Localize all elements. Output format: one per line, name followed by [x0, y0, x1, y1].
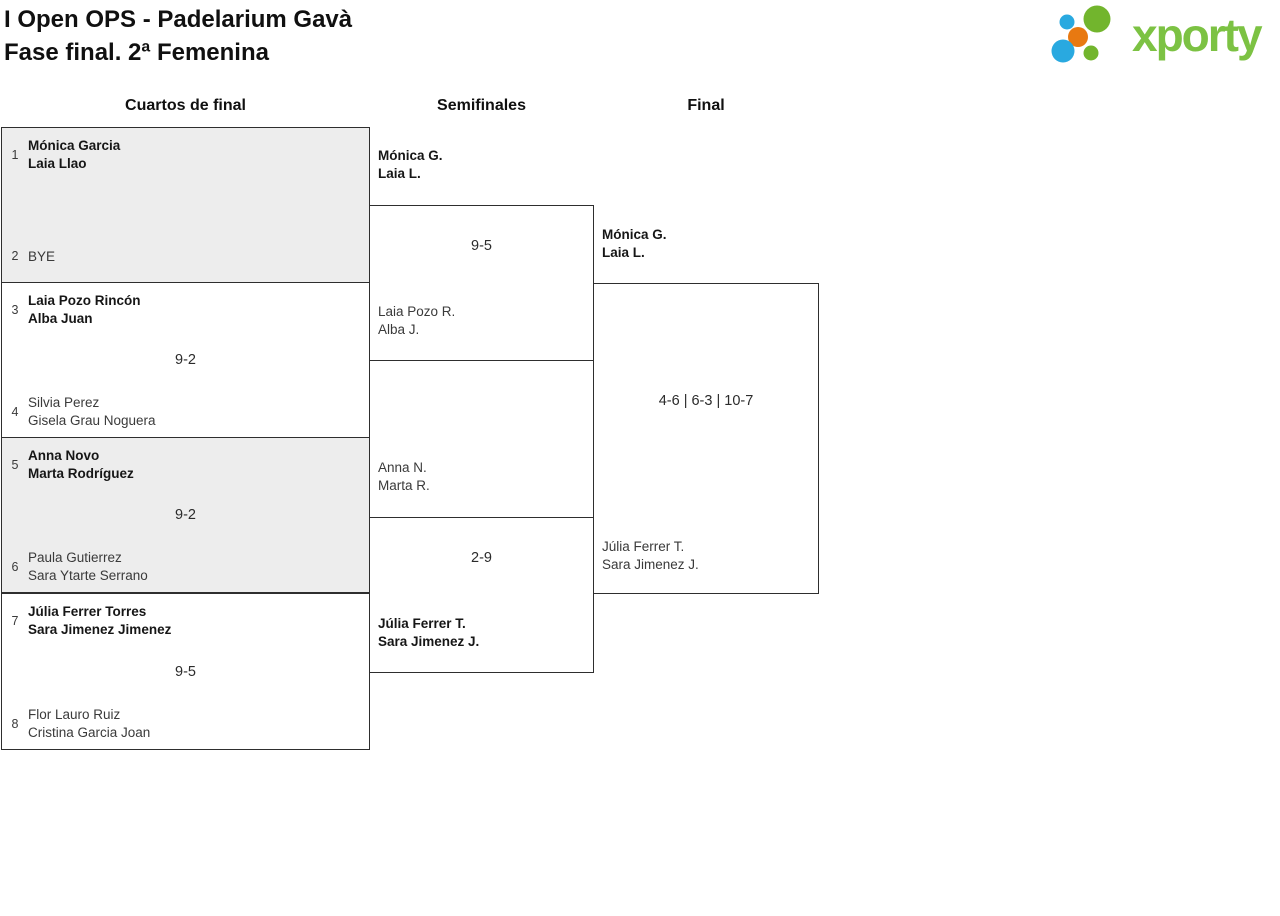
- player-name: Júlia Ferrer Torres: [28, 604, 147, 619]
- team-row-seed-5: 5 Anna Novo Marta Rodríguez: [2, 447, 134, 482]
- team-names: Mónica Garcia Laia Llao: [28, 137, 120, 172]
- match-score: 4-6 | 6-3 | 10-7: [658, 393, 754, 409]
- round-header-quarterfinals: Cuartos de final: [125, 97, 246, 114]
- xporty-logo: xporty: [1050, 2, 1263, 68]
- team-row-seed-3: 3 Laia Pozo Rincón Alba Juan: [2, 292, 141, 327]
- team-final-bottom: Júlia Ferrer T. Sara Jimenez J.: [602, 538, 699, 573]
- team-names: Silvia Perez Gisela Grau Noguera: [28, 394, 156, 429]
- player-name: BYE: [28, 248, 56, 264]
- player-name: Laia L.: [378, 165, 421, 181]
- player-name: Flor Lauro Ruiz: [28, 707, 121, 722]
- player-name: Mónica G.: [378, 148, 443, 163]
- seed-number: 5: [11, 457, 19, 472]
- team-names: BYE: [28, 248, 55, 266]
- match-box-final[interactable]: 4-6 | 6-3 | 10-7: [593, 283, 819, 594]
- team-row-seed-8: 8 Flor Lauro Ruiz Cristina Garcia Joan: [2, 706, 151, 741]
- player-name: Júlia Ferrer T.: [602, 539, 685, 554]
- team-names: Anna Novo Marta Rodríguez: [28, 447, 134, 482]
- match-score: [2, 196, 369, 214]
- match-score: 9-5: [471, 238, 492, 254]
- player-name: Laia Pozo Rincón: [28, 293, 141, 308]
- player-name: Gisela Grau Noguera: [28, 412, 156, 428]
- player-name: Silvia Perez: [28, 395, 100, 410]
- match-box-semifinal-2[interactable]: 2-9: [369, 517, 594, 673]
- round-header-final: Final: [687, 97, 725, 114]
- player-name: Marta R.: [378, 477, 430, 493]
- team-row-seed-6: 6 Paula Gutierrez Sara Ytarte Serrano: [2, 549, 148, 584]
- player-name: Laia Llao: [28, 155, 87, 171]
- team-final-top: Mónica G. Laia L.: [602, 226, 667, 261]
- player-name: Laia L.: [602, 244, 645, 260]
- match-score: 2-9: [471, 550, 492, 566]
- player-name: Sara Jimenez Jimenez: [28, 621, 172, 637]
- team-semifinal1-top: Mónica G. Laia L.: [378, 147, 443, 182]
- tournament-title: I Open OPS - Padelarium Gavà: [4, 6, 353, 33]
- player-name: Alba Juan: [28, 310, 93, 326]
- seed-number: 8: [11, 716, 19, 731]
- seed-number: 4: [11, 404, 19, 419]
- team-names: Júlia Ferrer Torres Sara Jimenez Jimenez: [28, 603, 171, 638]
- match-score: 9-2: [175, 507, 196, 523]
- player-name: Cristina Garcia Joan: [28, 724, 151, 740]
- team-semifinal2-bottom: Júlia Ferrer T. Sara Jimenez J.: [378, 615, 479, 650]
- player-name: Sara Jimenez J.: [378, 633, 480, 649]
- team-names: Laia Pozo Rincón Alba Juan: [28, 292, 141, 327]
- match-box-quarterfinal-2[interactable]: 3 Laia Pozo Rincón Alba Juan 9-2 4 Silvi…: [1, 282, 370, 438]
- team-row-seed-1: 1 Mónica Garcia Laia Llao: [2, 137, 121, 172]
- team-names: Paula Gutierrez Sara Ytarte Serrano: [28, 549, 148, 584]
- player-name: Anna Novo: [28, 448, 100, 463]
- page-title: I Open OPS - Padelarium Gavà Fase final.…: [4, 3, 352, 69]
- player-name: Alba J.: [378, 321, 420, 337]
- seed-number: 7: [11, 613, 19, 628]
- team-semifinal2-top: Anna N. Marta R.: [378, 459, 430, 494]
- round-header-semifinals: Semifinales: [437, 97, 526, 114]
- team-semifinal1-bottom: Laia Pozo R. Alba J.: [378, 303, 455, 338]
- match-box-quarterfinal-3[interactable]: 5 Anna Novo Marta Rodríguez 9-2 6 Paula …: [1, 437, 370, 593]
- player-name: Mónica G.: [602, 227, 667, 242]
- player-name: Júlia Ferrer T.: [378, 616, 466, 631]
- match-score: 9-2: [175, 352, 196, 368]
- player-name: Sara Ytarte Serrano: [28, 567, 148, 583]
- match-box-quarterfinal-1[interactable]: 1 Mónica Garcia Laia Llao 2 BYE: [1, 127, 370, 283]
- player-name: Paula Gutierrez: [28, 550, 122, 565]
- player-name: Laia Pozo R.: [378, 304, 456, 319]
- player-name: Anna N.: [378, 460, 427, 475]
- seed-number: 2: [11, 249, 19, 264]
- xporty-logo-icon: [1051, 5, 1111, 63]
- player-name: Marta Rodríguez: [28, 465, 134, 481]
- player-name: Sara Jimenez J.: [602, 556, 699, 572]
- category-subtitle: Fase final. 2ª Femenina: [4, 39, 269, 66]
- team-row-seed-7: 7 Júlia Ferrer Torres Sara Jimenez Jimen…: [2, 603, 172, 638]
- seed-number: 6: [11, 559, 19, 574]
- xporty-logo-text: xporty: [1132, 9, 1263, 61]
- match-score: 9-5: [175, 663, 196, 680]
- seed-number: 1: [11, 147, 19, 162]
- team-row-seed-4: 4 Silvia Perez Gisela Grau Noguera: [2, 394, 156, 429]
- player-name: Mónica Garcia: [28, 138, 121, 153]
- team-row-seed-2: 2 BYE: [2, 248, 56, 266]
- team-names: Flor Lauro Ruiz Cristina Garcia Joan: [28, 706, 150, 741]
- seed-number: 3: [11, 302, 19, 317]
- match-box-quarterfinal-4[interactable]: 7 Júlia Ferrer Torres Sara Jimenez Jimen…: [1, 593, 370, 750]
